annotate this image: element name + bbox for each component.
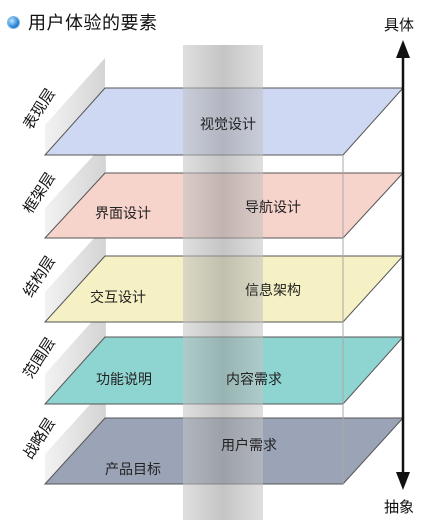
layer-item-label: 用户需求 <box>221 437 277 454</box>
side-strip <box>45 143 105 238</box>
bullet-icon <box>8 16 19 28</box>
layer-item-label: 产品目标 <box>105 462 161 478</box>
layer-item-label: 界面设计 <box>95 206 151 222</box>
arrow-up-icon <box>396 40 410 58</box>
layer-item-label: 信息架构 <box>245 282 301 299</box>
layer-item-label: 导航设计 <box>245 200 301 216</box>
side-strip <box>45 388 105 484</box>
center-beam <box>183 45 263 520</box>
layer-item-label: 内容需求 <box>226 371 282 388</box>
side-strips <box>45 58 105 484</box>
layer-item-label: 功能说明 <box>96 372 152 388</box>
axis-arrow <box>396 40 410 490</box>
layer-planes <box>43 87 405 485</box>
axis-top-label: 具体 <box>384 16 415 34</box>
side-strip <box>45 307 105 404</box>
layer-item-label: 交互设计 <box>90 289 146 306</box>
side-strip <box>45 58 105 155</box>
axis-bottom-label: 抽象 <box>384 498 415 516</box>
page-title: 用户体验的要素 <box>28 13 158 34</box>
side-strip <box>45 226 105 322</box>
arrow-down-icon <box>396 472 410 490</box>
page-header: 用户体验的要素 <box>8 10 158 34</box>
layer-item-label: 视觉设计 <box>200 117 256 133</box>
